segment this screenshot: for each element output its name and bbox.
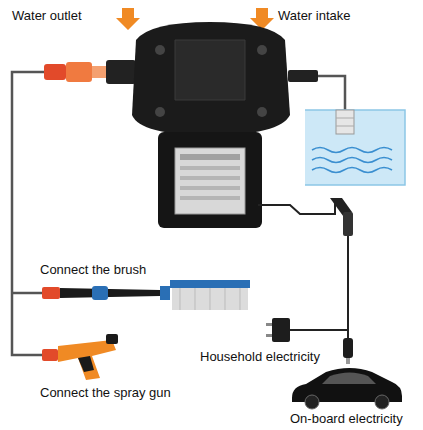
callout-label: Water outlet [12,8,82,24]
callout-label: Water intake [278,8,351,24]
callout-label: Household electricity [200,349,320,365]
callout-label: Connect the brush [40,262,146,278]
callout-label: On-board electricity [290,411,403,427]
callout-label: Connect the spray gun [40,385,171,401]
